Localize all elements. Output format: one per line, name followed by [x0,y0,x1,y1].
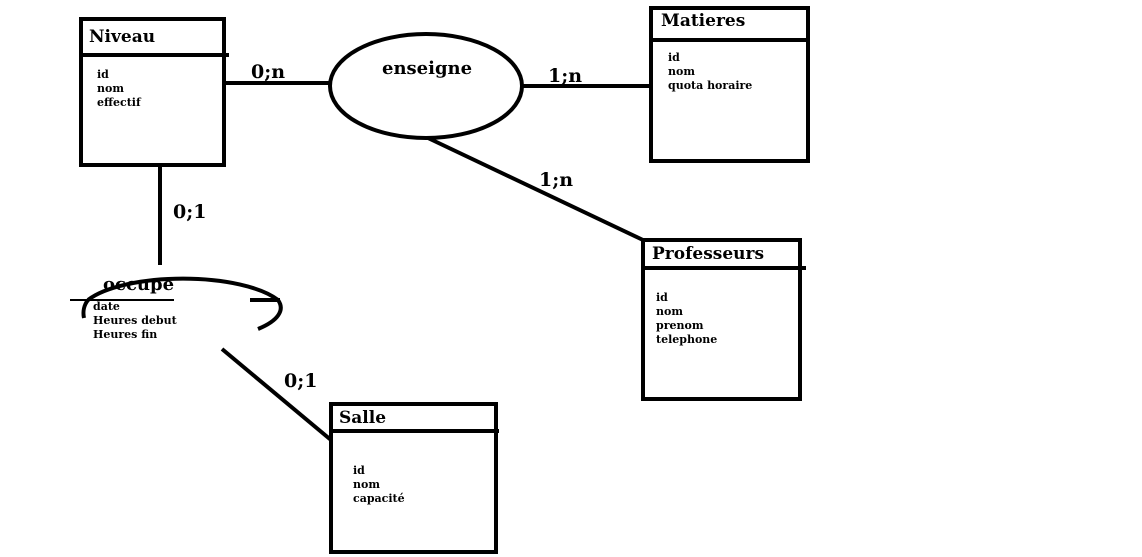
connector-enseigne-professeurs [427,136,644,242]
entity-niveau-title: Niveau [89,27,155,47]
entity-professeurs-box [641,238,802,401]
relationship-occupe: occupe date Heures debut Heures fin [70,274,283,341]
entity-salle-attr-nom: nom [353,478,380,491]
cardinality-niveau-enseigne: 0;n [251,61,285,83]
entity-niveau-attr-id: id [97,68,109,81]
entity-niveau-box [79,17,226,167]
entity-professeurs: Professeurs id nom prenom telephone [641,238,806,401]
relationship-occupe-outline [86,276,283,331]
entity-salle-box [329,402,498,554]
relationship-occupe-attr-date: date [93,300,120,313]
entity-niveau: Niveau id nom effectif [79,17,229,167]
relationship-occupe-outline-left [81,298,90,319]
relationship-enseigne-ellipse [328,32,524,140]
entity-matieres-attr-id: id [668,51,680,64]
cardinality-enseigne-professeurs: 1;n [539,169,573,191]
entity-salle-title: Salle [339,408,386,428]
cardinality-enseigne-matieres: 1;n [548,65,582,87]
connector-occupe-salle [220,347,333,442]
relationship-enseigne-title: enseigne [382,58,472,79]
entity-matieres-title: Matieres [661,11,745,31]
connectors [158,81,651,442]
cardinality-labels: 0;n 1;n 1;n 0;1 0;1 [173,61,582,392]
entity-matieres-attr-quota: quota horaire [668,79,752,92]
relationship-enseigne: enseigne [328,32,524,140]
entity-matieres: Matieres id nom quota horaire [649,6,810,163]
relationship-occupe-attr-heures-fin: Heures fin [93,328,157,341]
entity-professeurs-attr-telephone: telephone [656,333,717,346]
entity-salle-attr-capacite: capacité [353,492,405,505]
entity-matieres-attr-nom: nom [668,65,695,78]
entity-professeurs-attr-nom: nom [656,305,683,318]
entity-niveau-attr-nom: nom [97,82,124,95]
entity-matieres-box [649,6,810,163]
entity-salle: Salle id nom capacité [329,402,499,554]
entity-professeurs-title: Professeurs [652,244,764,264]
relationship-occupe-title: occupe [103,274,174,295]
entity-niveau-attr-effectif: effectif [97,96,142,109]
cardinality-niveau-occupe: 0;1 [173,201,206,223]
cardinality-occupe-salle: 0;1 [284,370,317,392]
entity-professeurs-attr-id: id [656,291,668,304]
entity-professeurs-attr-prenom: prenom [656,319,704,332]
entity-salle-attr-id: id [353,464,365,477]
relationship-occupe-attr-heures-debut: Heures debut [93,314,178,327]
